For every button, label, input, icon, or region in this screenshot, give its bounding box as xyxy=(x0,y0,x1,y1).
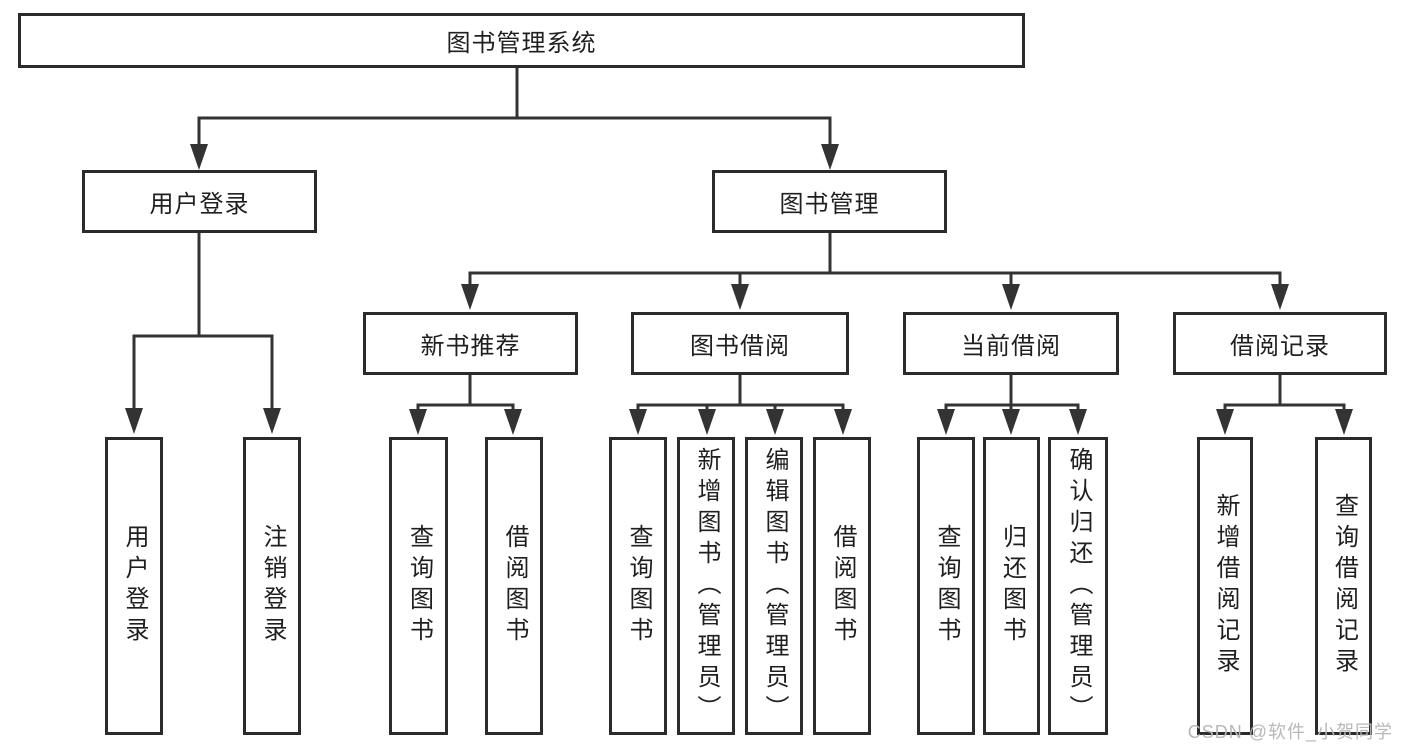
leaf-borrow-query-books: 查询图书 xyxy=(609,437,667,735)
leaf-borrow-edit-books-admin: 编辑图书（管理员） xyxy=(745,437,803,735)
branch-new-books xyxy=(409,375,522,435)
node-current-borrowing: 当前借阅 xyxy=(903,312,1119,375)
node-book-borrowing: 图书借阅 xyxy=(631,312,849,375)
leaf-current-query-books: 查询图书 xyxy=(917,437,975,735)
leaf-newbooks-borrow-books: 借阅图书 xyxy=(485,437,543,735)
branch-book-borrow xyxy=(629,375,852,435)
branch-book-management xyxy=(461,233,1289,310)
node-user-login: 用户登录 xyxy=(82,170,317,233)
node-book-management: 图书管理 xyxy=(712,170,947,233)
node-new-book-recommend: 新书推荐 xyxy=(363,312,578,375)
leaf-borrow-add-books-admin: 新增图书（管理员） xyxy=(677,437,735,735)
leaf-current-confirm-return-admin: 确认归还（管理员） xyxy=(1048,437,1108,735)
branch-borrow-records xyxy=(1216,375,1353,435)
leaf-logout: 注销登录 xyxy=(243,437,301,735)
leaf-borrow-borrow-books: 借阅图书 xyxy=(813,437,871,735)
node-root-system: 图书管理系统 xyxy=(18,13,1025,68)
branch-user-login xyxy=(125,233,281,434)
csdn-watermark: CSDN @软件_小贺同学 xyxy=(1187,722,1393,742)
branch-current-borrow xyxy=(937,375,1087,435)
branch-root xyxy=(190,68,839,170)
leaf-newbooks-query-books: 查询图书 xyxy=(389,437,448,735)
leaf-records-add-record: 新增借阅记录 xyxy=(1197,437,1253,735)
leaf-records-query-record: 查询借阅记录 xyxy=(1315,437,1372,735)
node-borrow-records: 借阅记录 xyxy=(1173,312,1387,375)
leaf-user-login: 用户登录 xyxy=(105,437,163,735)
leaf-current-return-books: 归还图书 xyxy=(983,437,1040,735)
